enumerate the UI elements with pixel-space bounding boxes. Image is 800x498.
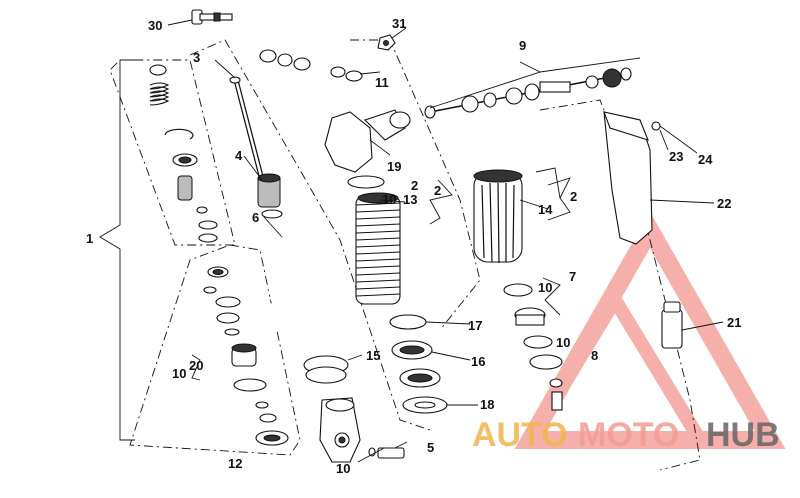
callout-1: 1 xyxy=(86,231,93,246)
lower-clevis-part xyxy=(319,397,405,463)
callout-31: 31 xyxy=(392,16,406,31)
callout-2: 2 xyxy=(570,189,577,204)
callout-16: 16 xyxy=(471,354,485,369)
adjuster-assembly-9-part xyxy=(424,67,632,119)
bracket-1 xyxy=(99,59,135,441)
callout-8: 8 xyxy=(591,348,598,363)
callout-14: 14 xyxy=(538,202,553,217)
main-spring-part xyxy=(265,230,319,333)
reservoir-parts xyxy=(514,307,563,411)
callout-6: 6 xyxy=(252,210,259,225)
callout-20: 20 xyxy=(189,358,203,373)
rubber-boot-14-part xyxy=(473,169,533,297)
callout-30: 30 xyxy=(148,18,162,33)
watermark-auto: AUTO xyxy=(472,416,568,454)
nut-31-part xyxy=(377,34,396,51)
callout-10: 10 xyxy=(382,192,396,207)
callout-23: 23 xyxy=(669,149,683,164)
callout-7: 7 xyxy=(569,269,576,284)
callout-21: 21 xyxy=(727,315,741,330)
watermark-text: AUTO MOTO HUB xyxy=(472,416,780,454)
callout-13: 13 xyxy=(403,192,417,207)
callout-12: 12 xyxy=(228,456,242,471)
watermark-hub: HUB xyxy=(706,416,780,454)
callout-17: 17 xyxy=(468,318,482,333)
callout-11: 11 xyxy=(375,75,389,90)
bolt-30-part xyxy=(191,9,233,25)
shock-shaft-part xyxy=(229,76,283,219)
group-1-upper-outline xyxy=(109,59,236,246)
spring-small-part xyxy=(149,82,170,106)
callout-18: 18 xyxy=(480,397,494,412)
watermark-logo xyxy=(514,211,786,449)
callout-15: 15 xyxy=(366,348,380,363)
callout-3: 3 xyxy=(193,50,200,65)
callout-22: 22 xyxy=(717,196,731,211)
mud-guard-22-part xyxy=(603,111,661,245)
callout-10: 10 xyxy=(336,461,350,476)
reservoir-head-part xyxy=(324,109,411,173)
group-9-outline xyxy=(539,99,701,471)
group-1-lower-outline xyxy=(129,244,301,456)
callout-2: 2 xyxy=(411,178,418,193)
oil-bottle-21-part xyxy=(661,301,683,349)
callout-10: 10 xyxy=(172,366,186,381)
group-2-outline xyxy=(350,39,481,331)
callout-10: 10 xyxy=(556,335,570,350)
spring-seat-15-part xyxy=(303,355,349,384)
callout-10: 10 xyxy=(538,280,552,295)
preload-rings-part xyxy=(389,314,448,414)
callout-24: 24 xyxy=(698,152,713,167)
callout-5: 5 xyxy=(427,440,434,455)
top-eye-parts xyxy=(259,49,363,82)
left-cartridge-stack xyxy=(149,64,289,446)
watermark-moto: MOTO xyxy=(578,416,679,454)
callout-2: 2 xyxy=(434,183,441,198)
callout-4: 4 xyxy=(235,148,243,163)
callout-19: 19 xyxy=(387,159,401,174)
callout-labels: 1 2 2 2 3 4 5 6 7 8 9 10 10 10 10 10 11 … xyxy=(86,16,741,476)
callout-9: 9 xyxy=(519,38,526,53)
leader-lines xyxy=(167,19,724,463)
center-outline xyxy=(189,39,431,431)
